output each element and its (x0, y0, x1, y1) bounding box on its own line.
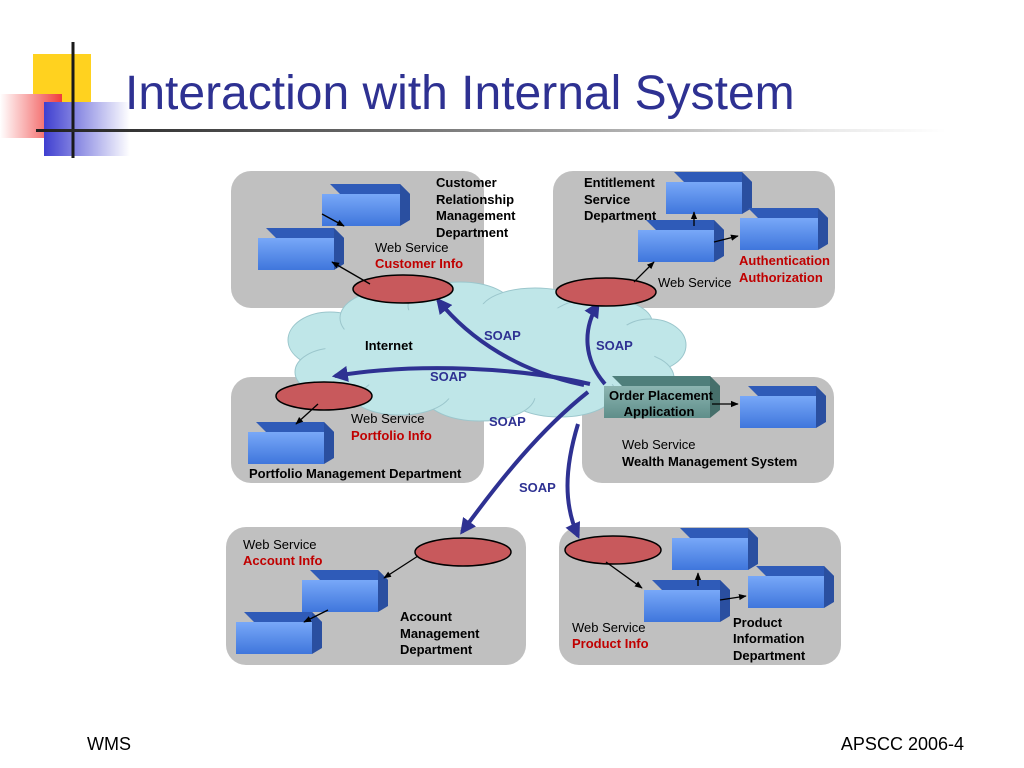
soap-label-crm: SOAP (484, 328, 521, 343)
entitlement-block-top (666, 172, 752, 214)
product-block-top (672, 528, 758, 570)
crm-dept-line-2: Relationship (436, 192, 514, 207)
account-dept-line-1: Account (400, 609, 453, 624)
portfolio-dept-label: Portfolio Management Department (249, 466, 462, 481)
arrow-to-account (460, 390, 590, 535)
entitlement-web-service-label: Web Service (658, 275, 731, 290)
crm-dept-line-4: Department (436, 225, 509, 240)
internet-cloud-core (325, 304, 655, 400)
soap-label-product: SOAP (519, 480, 556, 495)
wms-system-label: Wealth Management System (622, 454, 797, 469)
product-web-service-label: Web Service (572, 620, 645, 635)
soap-label-account: SOAP (489, 414, 526, 429)
title-underline (36, 129, 946, 132)
product-service-name: Product Info (572, 636, 649, 651)
crm-dept-line-3: Management (436, 208, 516, 223)
product-dept-line-1: Product (733, 615, 783, 630)
entitlement-dept-line-2: Service (584, 192, 630, 207)
internet-label: Internet (365, 338, 413, 353)
crm-dept-line-1: Customer (436, 175, 497, 190)
product-dept-line-2: Information (733, 631, 805, 646)
entitlement-dept-line-1: Entitlement (584, 175, 655, 190)
account-dept-line-2: Management (400, 626, 480, 641)
arrow-to-product (565, 423, 581, 539)
arrow-to-entitlement (584, 301, 607, 386)
connector-arrows (295, 211, 747, 623)
order-placement-line-1: Order Placement (609, 388, 714, 403)
account-block-top (302, 570, 388, 612)
order-placement-block (604, 376, 720, 418)
soap-arrows (331, 297, 607, 539)
order-placement-line-2: Application (624, 404, 695, 419)
arrow-to-portfolio (331, 366, 591, 386)
product-block-right (748, 566, 834, 608)
portfolio-web-service-label: Web Service (351, 411, 424, 426)
wms-web-service-label: Web Service (622, 437, 695, 452)
account-block-bottom (236, 612, 322, 654)
entitlement-service-ellipse (555, 277, 657, 307)
crm-service-ellipse (352, 274, 454, 304)
wms-block (740, 386, 826, 428)
entitlement-service-name-2: Authorization (739, 270, 823, 285)
crm-web-service-label: Web Service (375, 240, 448, 255)
product-service-ellipse (564, 535, 662, 565)
account-service-ellipse (414, 537, 512, 567)
product-block-middle (644, 580, 730, 622)
footer-left-text: WMS (87, 734, 131, 754)
portfolio-service-name: Portfolio Info (351, 428, 432, 443)
crm-block-top (322, 184, 410, 226)
footer-right-text: APSCC 2006-4 (840, 734, 964, 754)
portfolio-block (248, 422, 334, 464)
product-dept-line-3: Department (733, 648, 806, 663)
entitlement-dept-line-3: Department (584, 208, 657, 223)
entitlement-service-name-1: Authentication (739, 253, 830, 268)
account-dept-line-3: Department (400, 642, 473, 657)
soap-label-entitlement: SOAP (596, 338, 633, 353)
crm-block-bottom (258, 228, 344, 270)
account-service-name: Account Info (243, 553, 322, 568)
account-web-service-label: Web Service (243, 537, 316, 552)
portfolio-service-ellipse (275, 381, 373, 411)
soap-label-portfolio: SOAP (430, 369, 467, 384)
crm-panel (231, 171, 484, 308)
slide-title: Interaction with Internal System (125, 67, 795, 120)
entitlement-block-right (740, 208, 828, 250)
crm-service-name: Customer Info (375, 256, 463, 271)
